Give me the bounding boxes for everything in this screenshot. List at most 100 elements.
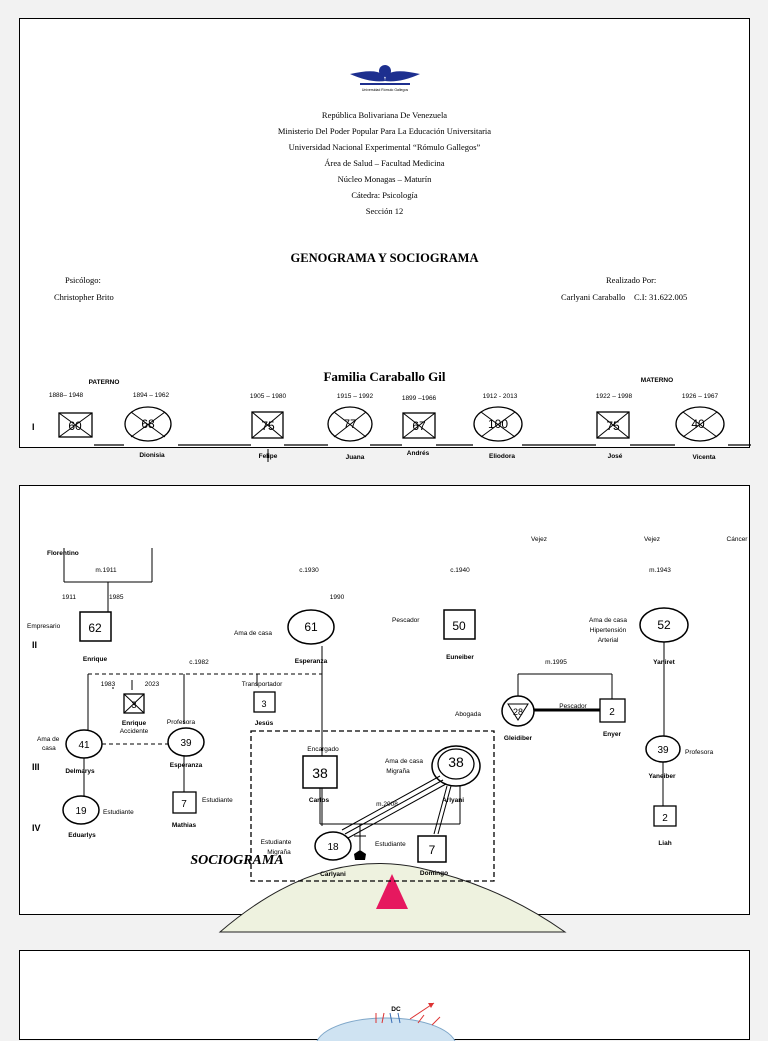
occupation-label: Pescador [392, 617, 420, 624]
cause-label: Vejez [644, 536, 660, 543]
occupation-label: Pescador [559, 703, 587, 710]
person-name: Vicenta [692, 454, 715, 461]
generation-label: III [32, 762, 40, 772]
age-label: 2 [662, 813, 668, 824]
page-2-genogram: Florentino m.1911 1911 1985 c.1930 1990 … [19, 485, 750, 933]
age-label: 41 [78, 740, 90, 751]
female-carlyani [314, 831, 352, 861]
genogram-generations-2-4: Florentino m.1911 1911 1985 c.1930 1990 … [27, 536, 748, 933]
miscarriage-icon [354, 850, 366, 860]
substance-marker-icon [507, 703, 529, 721]
deceased-female-77: 77 Juana [327, 406, 373, 461]
age-label: 77 [343, 417, 357, 431]
generation-label: I [32, 422, 35, 432]
header-line: Núcleo Monagas – Maturín [337, 174, 432, 184]
person-name: Domingo [420, 870, 448, 877]
document-title: GENOGRAMA Y SOCIOGRAMA [290, 251, 479, 265]
age-label: 40 [691, 417, 705, 431]
genogram-generation-1: PATERNO MATERNO I 1888– 1948 1894 – 1962… [32, 377, 751, 462]
occupation-label: Ama de casa [385, 758, 423, 765]
person-name: Esperanza [295, 658, 328, 665]
condition-label: Migraña [386, 768, 410, 775]
age-label: 67 [412, 419, 426, 433]
sociogram-diagram: DC [316, 1002, 456, 1041]
sociogram-box [250, 730, 495, 882]
occupation-label: Abogada [455, 711, 481, 718]
age-label: 61 [304, 620, 318, 634]
age-label: 38 [312, 765, 328, 781]
person-dates: 1922 – 1998 [596, 393, 633, 400]
person-name: Jesús [255, 720, 274, 727]
condition-label: Hipertensión [590, 627, 627, 634]
person-name: Enrique [83, 656, 108, 663]
male-jesus [253, 691, 276, 713]
person-name: Enrique [122, 720, 147, 727]
author-name: Carlyani Caraballo C.I: 31.622.005 [561, 292, 688, 302]
page-3-sociogram: DC [19, 950, 750, 1041]
person-dates: 1915 – 1992 [337, 393, 374, 400]
occupation-label: Encargado [307, 746, 339, 753]
occupation-label: Estudiante [261, 839, 292, 846]
male-liah [653, 805, 677, 827]
male-domingo [417, 835, 447, 863]
person-name: Enyer [603, 731, 622, 738]
age-label: 3 [131, 700, 136, 710]
person-name: Andrés [407, 450, 430, 457]
pointer-triangle-icon [376, 874, 408, 909]
person-name: Carlos [309, 797, 330, 804]
age-label: 100 [488, 417, 508, 431]
cause-label: Vejez [531, 536, 547, 543]
condition-label: Arterial [598, 637, 619, 644]
header-line: Sección 12 [365, 206, 404, 216]
male-enrique [79, 611, 112, 642]
page-1-cover: Universidad Rómulo Gallegos República Bo… [19, 18, 751, 462]
occupation-label: Ama de casa [234, 630, 272, 637]
female-esperanza [287, 609, 335, 645]
family-title: Familia Caraballo Gil [323, 369, 446, 384]
generation-label: IV [32, 823, 41, 833]
generation-label: II [32, 640, 37, 650]
sociograma-label: SOCIOGRAMA [190, 853, 283, 868]
header-line: Universidad Nacional Experimental “Rómul… [288, 142, 481, 152]
person-dates: 1894 – 1962 [133, 392, 170, 399]
age-label: 7 [181, 799, 187, 810]
side-label-paterno: PATERNO [89, 379, 120, 386]
age-label: 19 [75, 806, 87, 817]
marriage-label: m.2008 [376, 801, 398, 808]
occupation-label: casa [42, 745, 56, 752]
occupation-label: Ama de casa [589, 617, 627, 624]
header-line: Área de Salud – Facultad Medicina [324, 158, 445, 168]
logo-caption: Universidad Rómulo Gallegos [362, 88, 409, 92]
age-label: 2 [609, 707, 615, 718]
year-label: 2023 [145, 681, 160, 688]
age-label: 28 [513, 707, 523, 717]
marriage-label: m.1911 [95, 567, 117, 574]
occupation-label: Empresario [27, 623, 61, 630]
age-label: 39 [657, 745, 669, 756]
age-label: 18 [327, 842, 339, 853]
year-label: 1985 [109, 594, 124, 601]
person-name: José [608, 453, 623, 460]
occupation-label: Profesora [685, 749, 714, 756]
person-name: Eliodora [489, 453, 515, 460]
age-label: 68 [141, 417, 155, 431]
occupation-label: Estudiante [103, 809, 134, 816]
age-label: 75 [261, 419, 275, 433]
year-label: 1911 [62, 594, 76, 601]
age-label: 52 [657, 618, 671, 632]
psychologist-label: Psicólogo: [65, 275, 101, 285]
person-name: Euneiber [446, 654, 474, 661]
person-name-florentino: Florentino [47, 550, 79, 557]
university-wing-logo-icon [350, 65, 420, 85]
person-name: Delmarys [65, 768, 95, 775]
deceased-male-75-jose: 75 José [596, 411, 630, 460]
deceased-male-60: 60 [58, 412, 93, 438]
female-esperanza-2 [167, 727, 205, 757]
year-label: 1983 [101, 681, 116, 688]
cohab-label: c.1940 [450, 567, 470, 574]
cohab-label: c.1982 [189, 659, 209, 666]
person-name: Liah [658, 840, 671, 847]
age-label: 39 [180, 738, 192, 749]
person-dates: 1905 – 1980 [250, 393, 287, 400]
age-label: 60 [68, 419, 82, 433]
